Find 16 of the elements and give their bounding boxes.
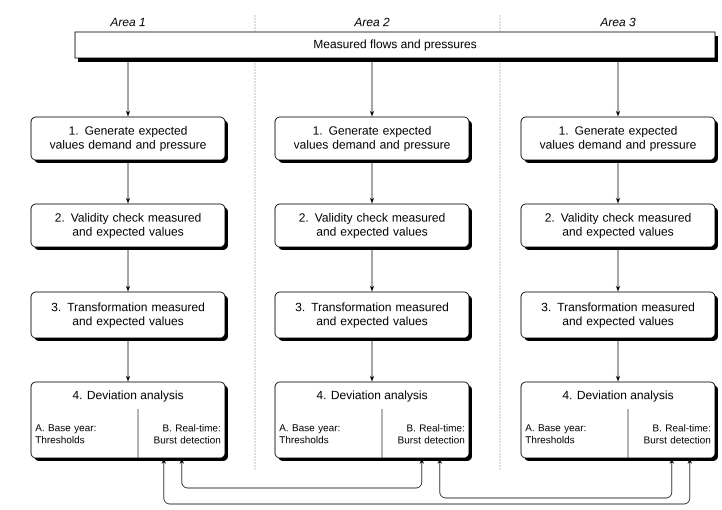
method-cell: A. Base year: Thresholds	[525, 424, 586, 444]
process-box: 1. Generate expected values demand and pressure	[520, 116, 718, 163]
input-band: Measured flows and pressures	[74, 32, 718, 62]
method-cell: B. Real-time: Burst detection	[398, 424, 464, 444]
process-box: 3. Transformation measured and expected values	[520, 292, 718, 341]
process-box: 2. Validity check measured and expected values	[30, 204, 228, 250]
method-cell: A. Base year: Thresholds	[279, 424, 340, 444]
process-box: 2. Validity check measured and expected values	[520, 204, 718, 250]
method-cell: A. Base year: Thresholds	[35, 424, 96, 444]
process-box: 1. Generate expected values demand and pressure	[274, 116, 472, 163]
process-box: 3. Transformation measured and expected values	[274, 292, 472, 341]
process-box: 2. Validity check measured and expected values	[274, 204, 472, 250]
method-cell: B. Real-time: Burst detection	[154, 424, 220, 444]
method-cell: B. Real-time: Burst detection	[644, 424, 710, 444]
process-box: 3. Transformation measured and expected values	[30, 292, 228, 341]
process-box: 1. Generate expected values demand and pressure	[30, 116, 228, 163]
